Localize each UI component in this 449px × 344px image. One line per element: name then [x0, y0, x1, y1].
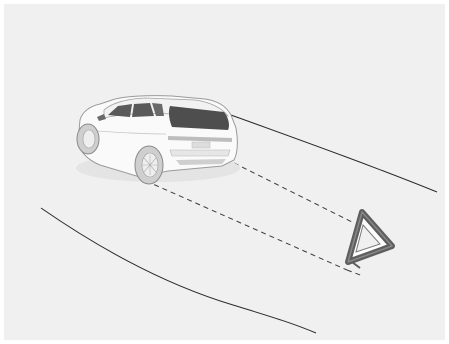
car-illustration: [76, 96, 240, 184]
front-wheel: [77, 124, 99, 154]
road-edge-left: [41, 208, 316, 333]
distance-guide-line-upper: [234, 163, 352, 222]
road-edge-right: [231, 115, 437, 192]
distance-guide-line-tail: [347, 270, 363, 276]
distance-guide-line-lower: [146, 181, 347, 270]
warning-triangle-icon: [348, 212, 392, 268]
rear-wheel: [135, 146, 163, 184]
